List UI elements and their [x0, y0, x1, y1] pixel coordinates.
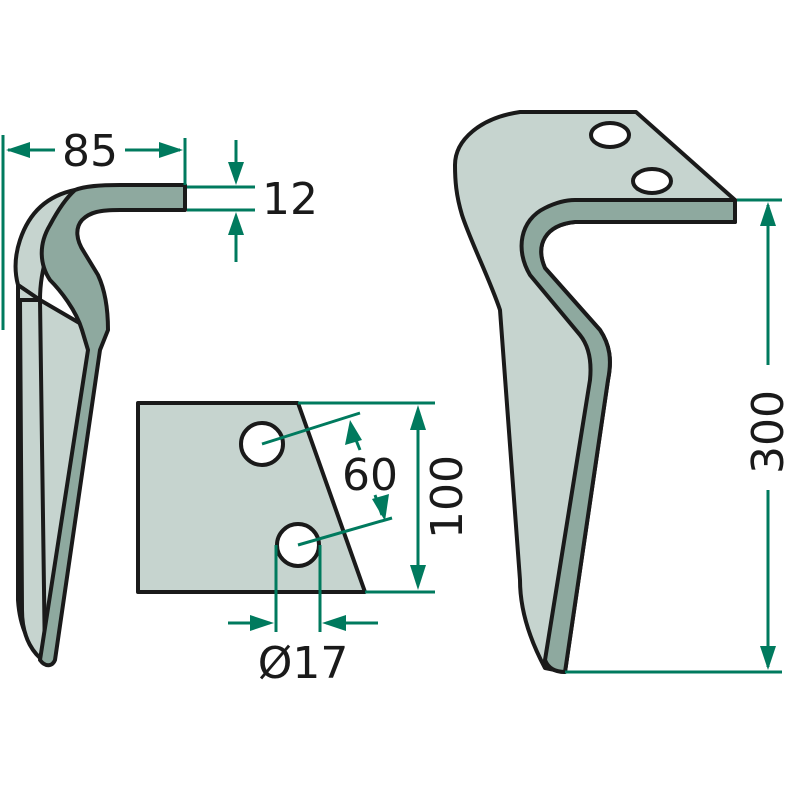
plate-height-label: 100: [422, 455, 473, 539]
dimension-length: 300: [565, 198, 794, 674]
plate-view: [136, 401, 367, 594]
hole-diameter-label: Ø17: [258, 638, 349, 689]
blade-front-view: [453, 110, 737, 674]
dimension-hole-diameter: Ø17: [228, 545, 378, 689]
dimension-plate-height: 100: [298, 401, 473, 594]
width-label: 85: [62, 126, 118, 177]
dimension-thickness: 12: [187, 140, 318, 262]
lower-bolt-hole: [631, 167, 673, 195]
dimension-width: 85: [1, 126, 187, 330]
hole-spacing-label: 60: [342, 450, 398, 501]
blade-side-view: [13, 183, 187, 668]
length-label: 300: [743, 390, 794, 474]
dimension-hole-spacing: 60: [261, 411, 398, 547]
upper-bolt-hole: [589, 121, 631, 149]
thickness-label: 12: [262, 174, 318, 225]
